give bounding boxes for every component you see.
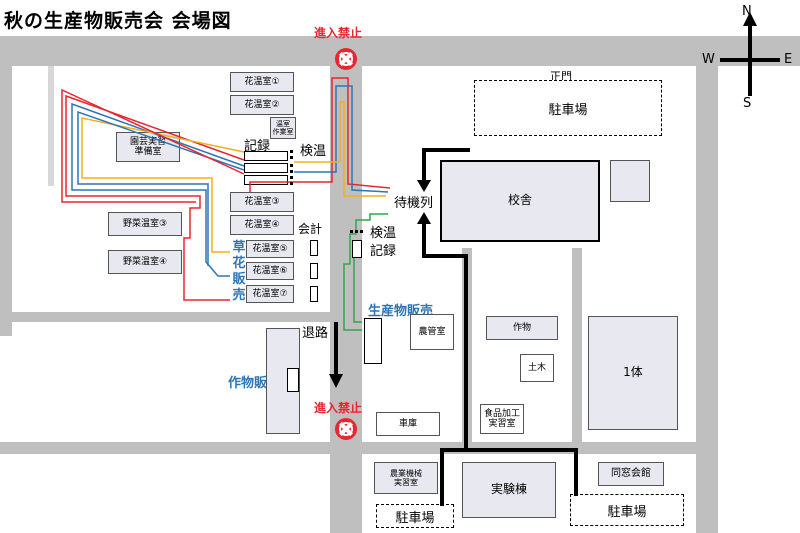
flower-sales-label: 草 花 販 売	[232, 240, 246, 303]
parking-bottom-left: 駐車場	[376, 504, 454, 528]
food-processing-room: 食品加工 実習室	[480, 404, 524, 434]
road-middle-horizontal	[12, 312, 332, 322]
compass-e: E	[784, 52, 793, 67]
queue-arrow-bottom-head	[417, 212, 431, 224]
alumni-hall: 同窓会館	[598, 462, 664, 486]
road-small-left	[48, 66, 54, 186]
compass-s: S	[743, 96, 752, 111]
flower-greenhouse-6: 花温室⑥	[246, 262, 294, 280]
route-yellow-left	[81, 117, 245, 253]
compass: N W E S	[700, 4, 800, 112]
produce-sales-desk	[364, 318, 382, 364]
record-desk-right	[352, 240, 362, 258]
record-desk-3	[244, 175, 288, 185]
cashier-desk-2	[310, 263, 318, 279]
queue-arrow-bottom	[422, 220, 468, 506]
queue-arrow-top	[422, 148, 470, 182]
exit-arrow-head	[329, 374, 343, 388]
vegetable-greenhouse-3: 野菜温室③	[108, 212, 182, 236]
compass-w: W	[702, 52, 715, 67]
no-entry-label-bottom: 進入禁止	[314, 401, 363, 415]
road-top	[0, 36, 800, 66]
queue-label: 待機列	[394, 196, 434, 211]
experiment-building: 実験棟	[462, 462, 556, 518]
school-building: 校舎	[440, 160, 600, 242]
compass-cross-icon	[720, 12, 780, 96]
flower-greenhouse-4: 花温室④	[230, 215, 294, 235]
route-yellow	[294, 101, 386, 197]
vegetable-greenhouse-4: 野菜温室④	[108, 250, 182, 274]
queue-arrow-top-head	[417, 180, 431, 192]
gym-1: 1体	[588, 316, 678, 430]
cashier-desk-1	[310, 240, 318, 256]
exit-path-label: 退路	[302, 326, 329, 341]
parking-bottom-right: 駐車場	[570, 494, 684, 526]
cashier-label: 会計	[298, 222, 323, 236]
crop-sales-desk	[287, 368, 299, 392]
route-blue	[294, 85, 389, 193]
road-left-edge	[0, 36, 12, 336]
main-gate-label: 正門	[550, 70, 572, 83]
flower-greenhouse-2: 花温室②	[230, 95, 294, 115]
parking-route-right	[466, 448, 578, 496]
no-entry-icon-bottom	[335, 418, 357, 440]
compass-n: N	[742, 4, 752, 19]
greenhouse-workroom: 温室 作業室	[270, 117, 296, 139]
annex-building	[610, 160, 650, 202]
record-desk-2	[244, 163, 288, 173]
flower-greenhouse-1: 花温室①	[230, 72, 294, 92]
route-green	[343, 213, 388, 331]
no-entry-icon-top	[335, 48, 357, 70]
garage: 車庫	[376, 412, 440, 436]
route-red-left-2	[61, 88, 245, 203]
crops-building: 作物	[486, 316, 558, 340]
route-green-2	[353, 258, 362, 323]
road-right-vertical	[696, 66, 718, 533]
no-entry-label-top: 進入禁止	[314, 26, 363, 40]
temp-check-dots	[290, 150, 363, 233]
temp-check-label-left: 検温	[300, 144, 327, 159]
flower-greenhouse-5: 花温室⑤	[246, 240, 294, 258]
record-label-right: 記録	[370, 244, 397, 259]
record-desk-1	[244, 151, 288, 161]
flower-greenhouse-3: 花温室③	[230, 192, 294, 212]
route-blue-left	[71, 102, 245, 277]
machinery-training-room: 農業機械 実習室	[374, 462, 438, 494]
flower-greenhouse-7: 花温室⑦	[246, 285, 294, 303]
route-red	[249, 77, 391, 192]
temp-check-label-right: 検温	[370, 226, 397, 241]
cashier-desk-3	[310, 286, 318, 302]
road-inner-vertical-right	[572, 248, 582, 448]
route-red-left	[65, 94, 245, 301]
parking-top: 駐車場	[474, 80, 662, 136]
route-cyan-left	[77, 110, 245, 266]
page-title: 秋の生産物販売会 会場図	[4, 10, 232, 32]
record-label-left: 記録	[244, 139, 271, 154]
farm-management-room: 農管室	[410, 314, 454, 350]
civil-engineering-building: 土木	[520, 354, 554, 382]
